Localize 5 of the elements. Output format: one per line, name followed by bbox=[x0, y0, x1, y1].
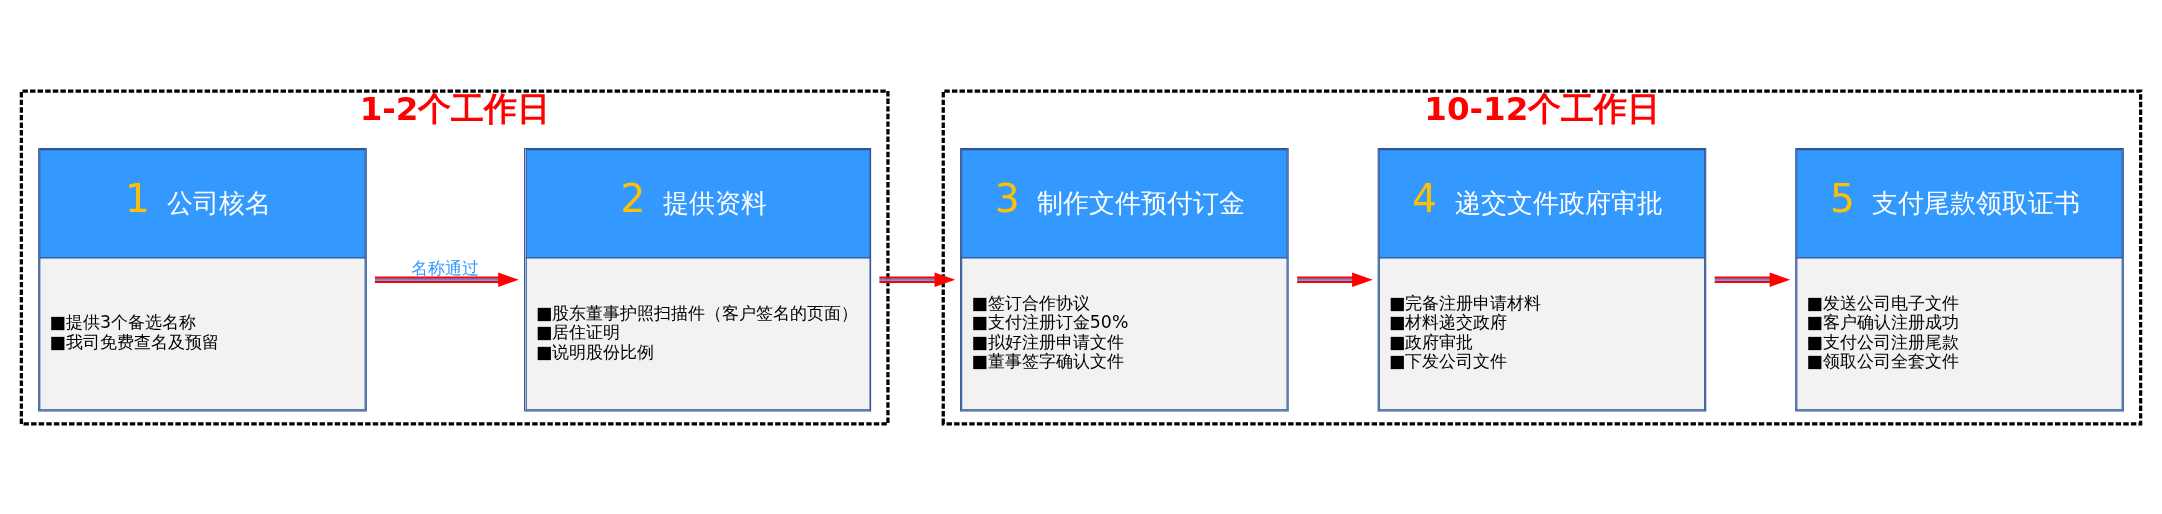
edge-label: 名称通过 bbox=[411, 257, 480, 278]
arrow bbox=[879, 272, 956, 287]
arrow bbox=[1297, 272, 1373, 287]
arrow bbox=[374, 272, 519, 287]
arrow bbox=[1714, 272, 1791, 287]
